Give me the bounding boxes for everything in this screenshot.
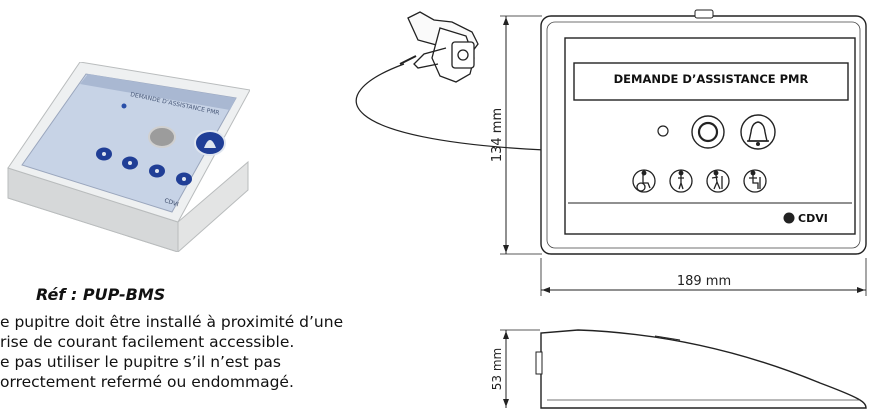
walking-aid-icon <box>706 169 730 193</box>
product-photo: DEMANDE D’ASSISTANCE PMR CDVI <box>7 62 250 252</box>
reference-label: Réf : PUP-BMS <box>36 285 166 304</box>
wheelchair-icon <box>632 169 656 193</box>
side-height-dimension-label: 53 mm <box>490 348 504 390</box>
note-line: e pas utiliser le pupitre s’il n’est pas <box>0 353 282 371</box>
note-line: orrectement refermé ou endommagé. <box>0 373 294 391</box>
status-led <box>657 125 669 137</box>
width-dimension-label: 189 mm <box>677 274 731 289</box>
side-view-port <box>535 351 543 375</box>
cable-port <box>694 9 714 19</box>
technical-drawing: DEMANDE D’ASSISTANCE PMR CDVI 134 mm <box>355 9 867 409</box>
note-line: rise de courant facilement accessible. <box>0 333 295 351</box>
photo-led <box>121 103 127 109</box>
photo-brand: CDVI <box>163 197 179 208</box>
seated-person-icon <box>743 169 767 193</box>
brand-name: CDVI <box>798 212 828 225</box>
installation-notes: e pupitre doit être installé à proximité… <box>0 312 344 392</box>
note-line: e pupitre doit être installé à proximité… <box>0 313 344 331</box>
standing-person-icon <box>669 169 693 193</box>
brand-logo-icon <box>783 212 795 224</box>
side-view-housing <box>540 329 867 409</box>
photo-call-button <box>148 126 176 148</box>
panel-title: DEMANDE D’ASSISTANCE PMR <box>614 72 809 86</box>
height-dimension-label: 134 mm <box>490 108 505 162</box>
connector-plug-icon <box>399 11 479 83</box>
cable <box>355 63 546 151</box>
